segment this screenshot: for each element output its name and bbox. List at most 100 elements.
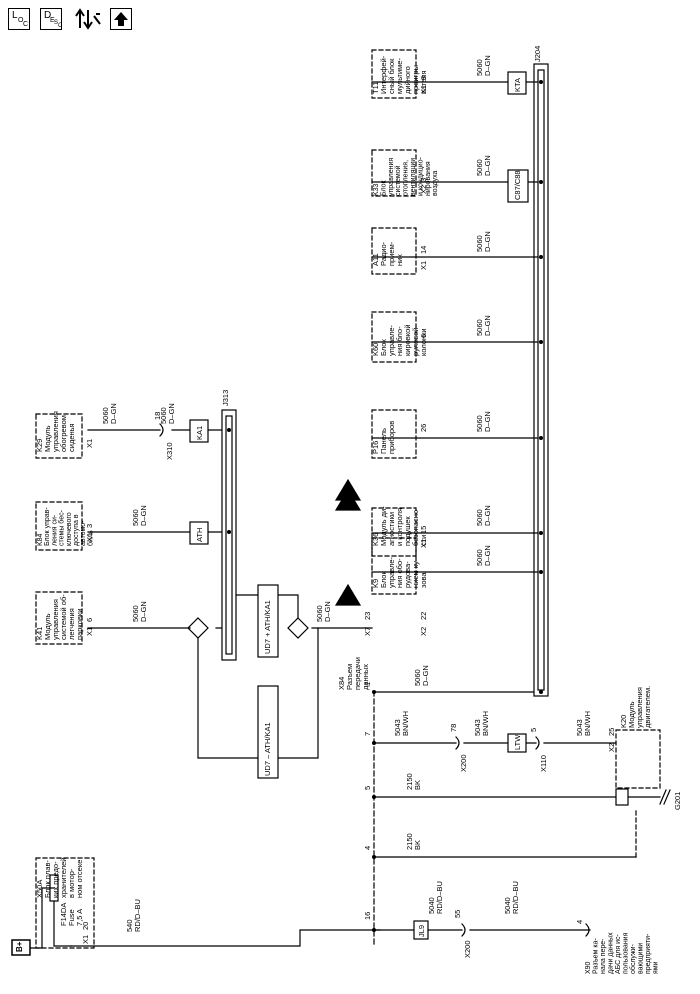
k9-name-line: Блок (379, 571, 388, 588)
wire-5043c-label-line: 5043 (575, 719, 584, 736)
k84-connector-line: X1 (85, 533, 94, 542)
k84-name-line: Блок управ- (44, 507, 51, 546)
connector-end-view-icon[interactable] (74, 6, 102, 32)
wire-5040b-label-line: 5040 (503, 897, 512, 914)
b-plus-label: B+ (15, 941, 24, 952)
t11-name-line: Интерфей- (379, 55, 388, 94)
location-button[interactable]: L O C (8, 8, 30, 30)
x200-pin-78-line: 78 (449, 724, 458, 732)
wire-5060-k84-label-line: D–GN (139, 505, 148, 526)
k33-name-line: вентиляции (410, 158, 417, 196)
wire-5060-t11-label-line: D–GN (483, 55, 492, 76)
loc-sub2: C (23, 21, 29, 28)
k9-pin-23-line: 23 (363, 612, 372, 620)
x310-pin-line: 18 (153, 412, 162, 420)
k20-connector-line: X2 (607, 743, 616, 752)
k9-x7-line: X7 (363, 627, 372, 636)
wire-5060-k84-label-line: 5060 (131, 509, 140, 526)
fuse-block-name-line: Блок плав- (43, 860, 52, 898)
wire-540 (70, 929, 381, 947)
k33-name-line: Блок (380, 179, 387, 196)
k36-connector: X1 (419, 539, 428, 548)
wire-5060-a11-label-line: D–GN (483, 231, 492, 252)
fuse-block-name-line: ном отсеке (75, 860, 84, 898)
k60-name-line: кировкой (403, 324, 412, 356)
c87-label: C87/C88 (513, 170, 522, 200)
a11-pin: 14 (419, 246, 428, 254)
wire-5043a-label-line: BN/WH (401, 711, 410, 736)
k36-name-line: K36 (371, 533, 380, 546)
wire-2150b-label-line: 2150 (405, 773, 414, 790)
wire-2150a-label-line: BK (413, 840, 422, 850)
k29-name-line: обогревом (59, 415, 68, 452)
wire-5060-k36-label-line: 5060 (475, 509, 484, 526)
x110-label-line: X110 (539, 755, 548, 772)
k20-connector: X2 (607, 743, 616, 752)
k20-name-line: Модуль (627, 701, 636, 728)
ud7-plus-box (257, 584, 279, 658)
k41-outline (35, 591, 83, 645)
k60-name-line: рулевой (411, 328, 420, 356)
x90-name-line: обслужи- (629, 943, 637, 974)
x90-name-line: нала пере- (600, 938, 607, 974)
x200-pin-78: 78 (449, 724, 458, 732)
k11-connector: X1 (419, 85, 428, 94)
j204-bus (533, 63, 549, 697)
x110-connector (535, 736, 540, 750)
fuse-label-line: F14DA (59, 903, 68, 926)
k29-name-line: управления (51, 411, 60, 452)
fuse-connector-line: X1 (81, 935, 90, 944)
a11-connector: X1 (419, 261, 428, 270)
p16-name-line: Панель (379, 428, 388, 454)
p16-pin-line: 26 (419, 424, 428, 432)
up-arrow-button[interactable] (110, 8, 132, 30)
wire-5060-left-label-line: D–GN (323, 601, 332, 622)
dlc-pin-4: 4 (363, 846, 372, 850)
k9-x2-line: X2 (419, 627, 428, 636)
wire-540-label-line: RD/D–BU (133, 899, 142, 932)
x90-connector (585, 923, 590, 937)
k29-name-line: Модуль (43, 425, 52, 452)
kta-label: KTA (513, 78, 522, 92)
k29-connector: X1 (85, 439, 94, 448)
k9-pin-23: 23 (363, 612, 372, 620)
k36-name-line: сти (419, 535, 428, 546)
esd-warning-icon-3 (334, 488, 362, 511)
fuse-block-name-line: X50A (35, 880, 44, 898)
k29-name-line: K29 (35, 439, 44, 452)
wire-5040a-label-line: RD/D–BU (435, 881, 444, 914)
x310-pin: 18 (153, 412, 162, 420)
k84-name-line: ления си- (51, 514, 58, 546)
k33-name-line: системой (394, 165, 402, 196)
k84-pin: 3 (85, 524, 94, 528)
dlc-pin-5: 5 (363, 786, 372, 790)
desc-letter: D (44, 10, 52, 21)
k41-pin: 6 (85, 618, 94, 622)
x90-name-line: АБС для ис- (615, 934, 622, 974)
ud7-plus-label: UD7 + ATH/KA1 (263, 600, 272, 654)
t11-pin-line: 8 (419, 76, 428, 80)
x90-name-line: предприяти- (645, 933, 652, 974)
a11-name-line: Радио- (379, 241, 388, 266)
description-button[interactable]: D E S C (40, 8, 62, 30)
k60-name-line: ния бло- (395, 326, 404, 356)
ka1-label: KA1 (195, 426, 204, 440)
x200-label-b: X200 (459, 754, 468, 772)
k36-name-line: подушек (403, 516, 412, 546)
j313-label-line: J313 (221, 390, 230, 406)
dlc-name-line: Разъем (345, 664, 354, 690)
